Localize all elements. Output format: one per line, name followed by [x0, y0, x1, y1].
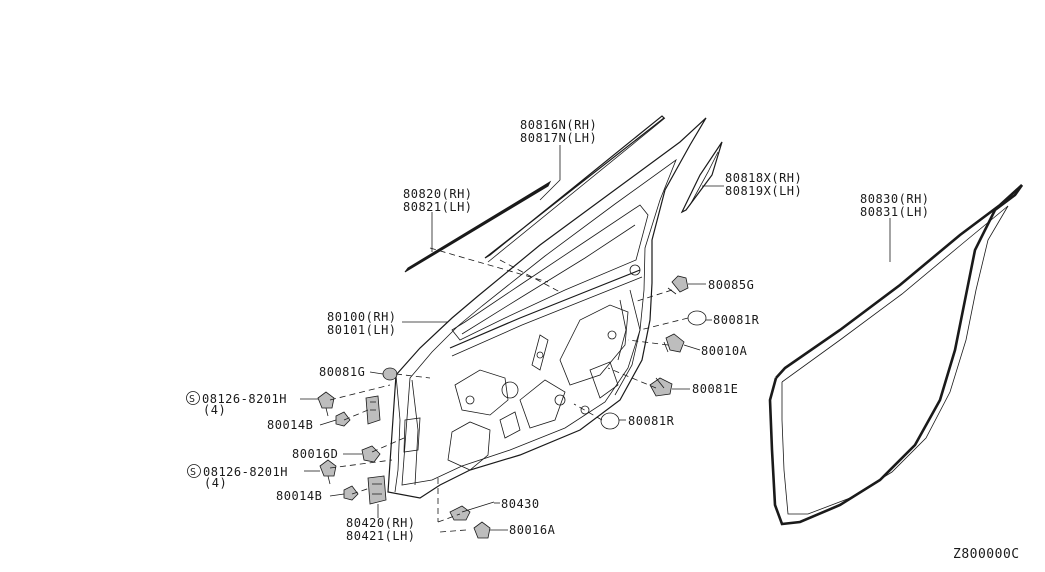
label-80081g: 80081G: [319, 365, 365, 379]
bolt-80010a: [663, 333, 685, 353]
label-80100-rh: 80100(RH): [327, 310, 397, 324]
molding-80820: [404, 180, 552, 273]
label-80081r-a: 80081R: [713, 313, 760, 327]
bolt-symbol-a-letter: S: [189, 394, 196, 405]
label-80081e: 80081E: [692, 382, 738, 396]
label-80014b-b: 80014B: [276, 489, 322, 503]
bolt-symbol-b: [187, 464, 201, 478]
diagram-code: Z800000C: [953, 547, 1020, 562]
bolt-80016d: [361, 445, 381, 463]
label-80420-rh: 80420(RH): [346, 516, 416, 530]
label-80821-lh: 80821(LH): [403, 200, 473, 214]
check-link-80430: [449, 501, 495, 521]
label-08126-a: 08126-8201H: [202, 392, 287, 406]
bolt-80014b-b: [343, 485, 359, 501]
bolt-symbol-b-letter: S: [190, 467, 197, 478]
label-80016d: 80016D: [292, 447, 338, 461]
label-80081r-b: 80081R: [628, 414, 675, 428]
part-labels: 80816N(RH) 80817N(LH) 80818X(RH) 80819X(…: [186, 118, 1020, 562]
label-80430: 80430: [501, 497, 540, 511]
bolt-symbol-a: [186, 391, 200, 405]
grommet-80081g: [382, 367, 398, 381]
label-80820-rh: 80820(RH): [403, 187, 473, 201]
plug-80081r-b: [600, 412, 620, 430]
bolt-80014b-a: [335, 411, 351, 427]
label-80016a: 80016A: [509, 523, 556, 537]
clip-80085g: [667, 275, 689, 295]
label-80818x-rh: 80818X(RH): [725, 171, 802, 185]
label-08126-b-qty: (4): [204, 476, 227, 490]
bolt-80016a: [473, 521, 491, 539]
finisher-80818x: [680, 141, 723, 214]
molding-80816n: [484, 115, 666, 263]
hinge-80420: [367, 475, 387, 505]
assembly-lines: [329, 247, 689, 533]
label-80085g: 80085G: [708, 278, 754, 292]
bolt-08126-b: [319, 459, 337, 485]
door-panel-80100: [387, 117, 707, 499]
label-80819x-lh: 80819X(LH): [725, 184, 802, 198]
label-80830-rh: 80830(RH): [860, 192, 930, 206]
label-08126-a-qty: (4): [203, 403, 226, 417]
clip-80081e: [649, 377, 673, 397]
label-80421-lh: 80421(LH): [346, 529, 416, 543]
weatherstrip-80830: [768, 184, 1024, 526]
label-80014b-a: 80014B: [267, 418, 313, 432]
label-80817n-lh: 80817N(LH): [520, 131, 597, 145]
label-80816n-rh: 80816N(RH): [520, 118, 597, 132]
hinge-upper: [365, 395, 381, 425]
label-80101-lh: 80101(LH): [327, 323, 397, 337]
label-80831-lh: 80831(LH): [860, 205, 930, 219]
plug-80081r-a: [687, 310, 707, 326]
label-80010a: 80010A: [701, 344, 748, 358]
bolt-08126-a: [317, 391, 335, 417]
label-08126-b: 08126-8201H: [203, 465, 288, 479]
leader-lines: [300, 145, 891, 531]
